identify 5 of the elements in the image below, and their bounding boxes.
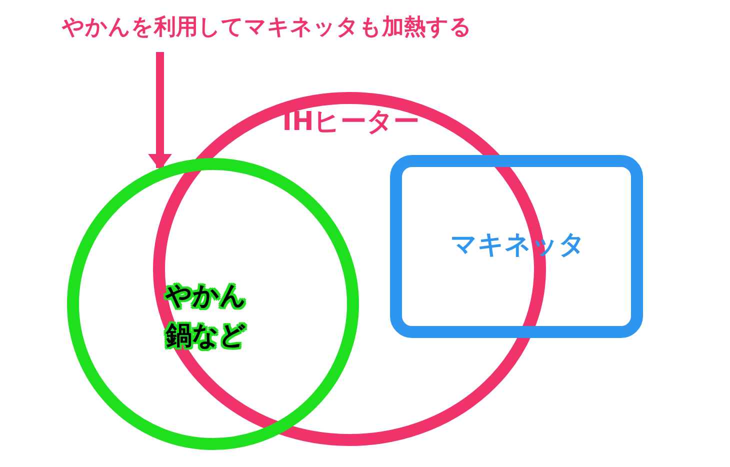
arrow [148, 52, 172, 170]
callout-text: やかんを利用してマキネッタも加熱する [62, 12, 532, 48]
circle-label: IHヒーター [281, 106, 421, 139]
macchinetta-box [390, 155, 643, 338]
kettle-circle [67, 158, 359, 450]
